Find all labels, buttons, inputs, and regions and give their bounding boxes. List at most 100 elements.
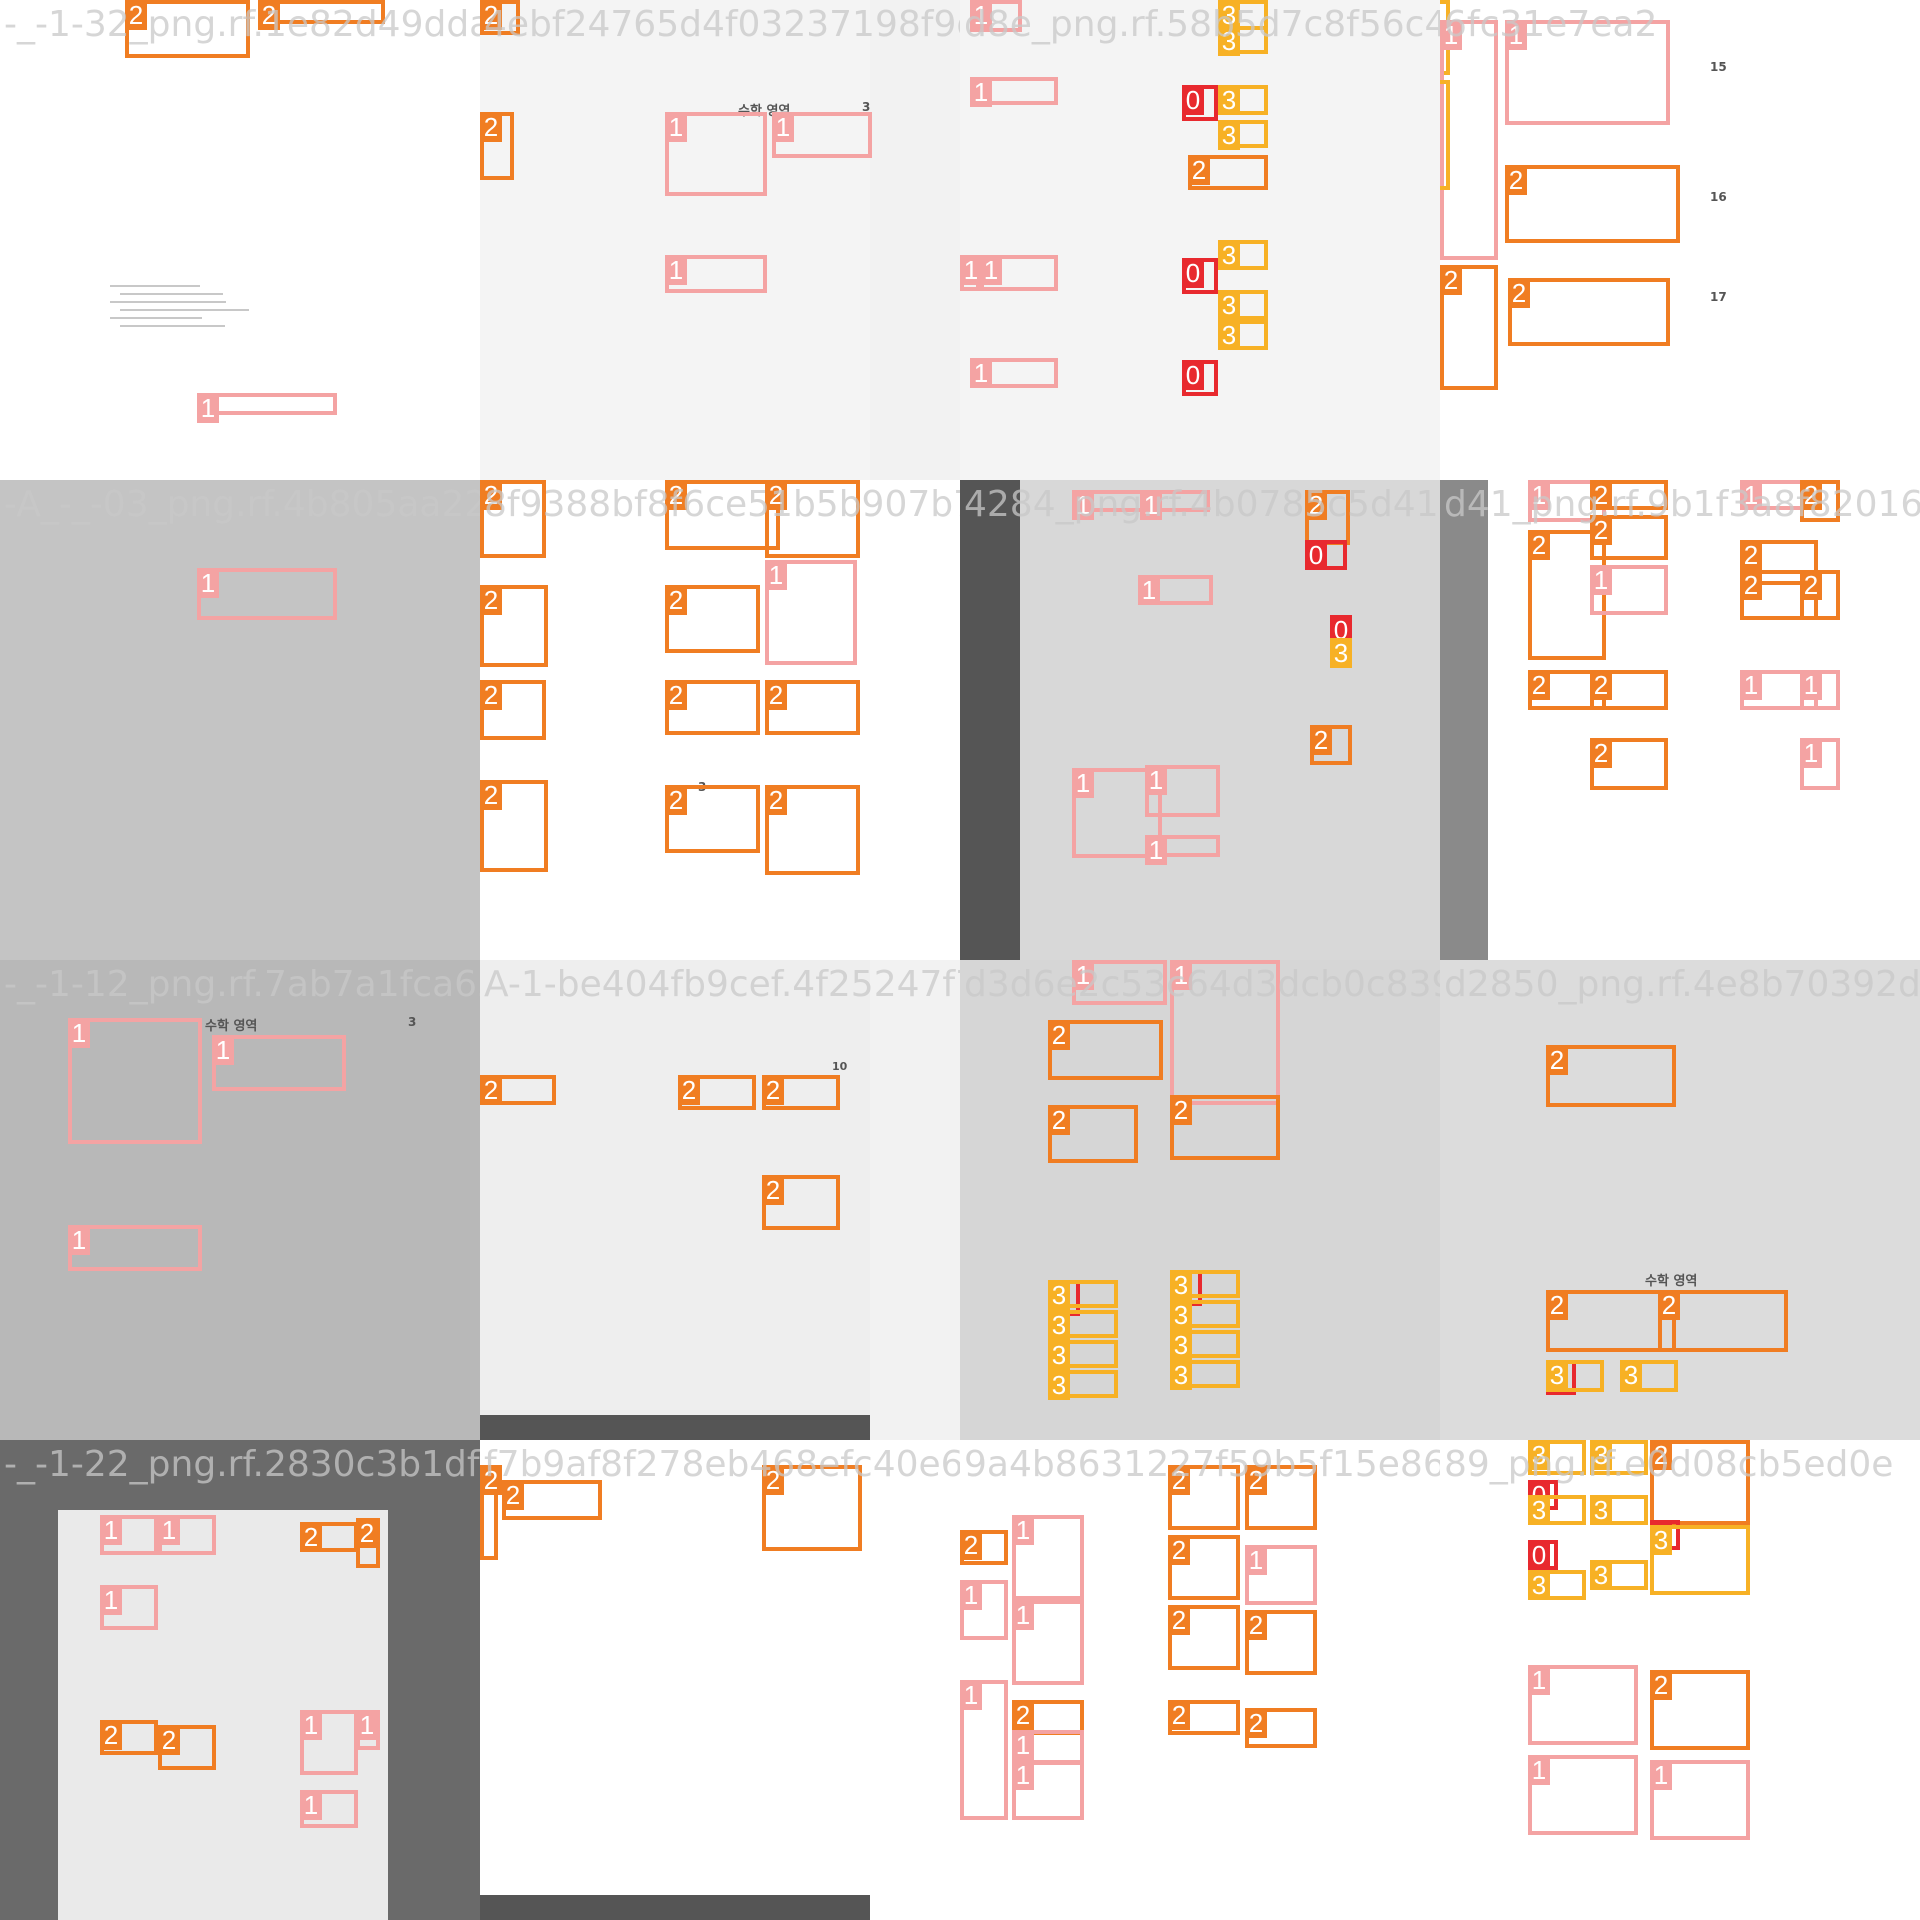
bounding-box-class-2[interactable]: 2 <box>480 112 514 180</box>
bounding-box-class-2[interactable]: 2 <box>158 1725 216 1770</box>
bounding-box-class-1[interactable]: 1 <box>1590 565 1668 615</box>
bounding-box-class-3[interactable]: 3 <box>1546 1360 1604 1392</box>
bounding-box-class-3[interactable]: 3 <box>1218 120 1268 150</box>
bounding-box-class-2[interactable]: 2 <box>100 1720 158 1755</box>
bounding-box-class-2[interactable]: 2 <box>1590 738 1668 790</box>
bounding-box-class-2[interactable]: 2 <box>1800 480 1840 522</box>
bounding-box-class-2[interactable]: 2 <box>1508 278 1670 346</box>
bounding-box-class-1[interactable]: 1 <box>68 1018 202 1144</box>
bounding-box-class-1[interactable]: 1 <box>1440 20 1498 260</box>
bounding-box-class-2[interactable]: 2 <box>300 1522 358 1552</box>
bounding-box-class-1[interactable]: 1 <box>1528 1665 1638 1745</box>
bounding-box-class-2[interactable]: 2 <box>1310 725 1352 765</box>
bounding-box-class-1[interactable]: 1 <box>970 77 1058 107</box>
bounding-box-class-2[interactable]: 2 <box>502 1480 602 1520</box>
bounding-box-class-2[interactable]: 2 <box>1658 1290 1788 1352</box>
bounding-box-class-2[interactable]: 2 <box>1168 1535 1240 1600</box>
bounding-box-class-2[interactable]: 2 <box>125 0 250 58</box>
bounding-box-class-1[interactable]: 1 <box>1012 1515 1084 1600</box>
image-tile[interactable]: 수학 영역222033d2850_png.rf.4e8b70392d4cc0 <box>1440 960 1920 1440</box>
bounding-box-class-2[interactable]: 2 <box>1590 480 1668 510</box>
bounding-box-class-3[interactable]: 3 <box>1170 1330 1240 1360</box>
bounding-box-class-1[interactable]: 1 <box>1800 738 1840 790</box>
bounding-box-class-1[interactable]: 1 <box>1245 1545 1317 1605</box>
image-tile[interactable]: 1-A_-_-03_png.rf.4b805aa224 <box>0 480 480 960</box>
bounding-box-class-1[interactable]: 1 <box>772 112 872 158</box>
bounding-box-class-1[interactable]: 1 <box>197 568 337 620</box>
bounding-box-class-1[interactable]: 1 <box>1072 960 1167 1005</box>
bounding-box-class-2[interactable]: 2 <box>762 1465 862 1551</box>
image-tile[interactable]: 33203303303121189_png.rf.e0d08cb5ed0e <box>1440 1440 1920 1920</box>
bounding-box-class-3[interactable]: 3 <box>1330 638 1352 668</box>
bounding-box-class-0[interactable]: 0 <box>1182 85 1218 121</box>
bounding-box-class-1[interactable]: 1 <box>665 112 767 196</box>
bounding-box-class-1[interactable]: 1 <box>197 393 337 423</box>
bounding-box-class-2[interactable]: 2 <box>1168 1700 1240 1735</box>
bounding-box-class-1[interactable]: 1 <box>1800 670 1840 710</box>
bounding-box-class-1[interactable]: 1 <box>1012 1600 1084 1685</box>
bounding-box-class-2[interactable]: 2 <box>665 585 760 653</box>
bounding-box-class-2[interactable]: 2 <box>1188 155 1268 190</box>
bounding-box-class-2[interactable]: 2 <box>480 0 520 35</box>
bounding-box-class-2[interactable]: 2 <box>762 1075 840 1110</box>
bounding-box-class-1[interactable]: 1 <box>970 0 1022 32</box>
bounding-box-class-1[interactable]: 1 <box>1740 480 1818 510</box>
bounding-box-class-1[interactable]: 1 <box>980 255 1058 291</box>
bounding-box-class-1[interactable]: 1 <box>960 255 982 291</box>
bounding-box-class-2[interactable]: 2 <box>480 1465 502 1560</box>
bounding-box-class-2[interactable]: 2 <box>1590 515 1668 560</box>
bounding-box-class-0[interactable]: 0 <box>1528 1540 1558 1570</box>
bounding-box-class-2[interactable]: 2 <box>1546 1045 1676 1107</box>
bounding-box-class-3[interactable]: 3 <box>1218 240 1268 270</box>
bounding-box-class-1[interactable]: 1 <box>970 358 1058 388</box>
image-tile[interactable]: 112220333303333d3d6e2c53c64d3dcb0c839e <box>960 960 1440 1440</box>
bounding-box-class-3[interactable]: 3 <box>1620 1360 1678 1392</box>
bounding-box-class-1[interactable]: 1 <box>960 1680 1008 1820</box>
bounding-box-class-0[interactable]: 0 <box>1182 360 1218 396</box>
bounding-box-class-2[interactable]: 2 <box>678 1075 756 1110</box>
bounding-box-class-1[interactable]: 1 <box>1528 1755 1638 1835</box>
image-tile[interactable]: 221-_-1-32_png.rf.1e82d49ddaa2 <box>0 0 480 480</box>
bounding-box-class-2[interactable]: 2 <box>1650 1670 1750 1750</box>
bounding-box-class-2[interactable]: 2 <box>1440 265 1498 390</box>
bounding-box-class-2[interactable]: 2 <box>960 1530 1008 1565</box>
image-tile[interactable]: 32222212222228f9388bf8f6ce51b5b907b7484 <box>480 480 960 960</box>
bounding-box-class-1[interactable]: 1 <box>68 1225 202 1271</box>
bounding-box-class-3[interactable]: 3 <box>1048 1340 1118 1370</box>
bounding-box-class-2[interactable]: 2 <box>480 780 548 872</box>
bounding-box-class-3[interactable]: 3 <box>1218 320 1268 350</box>
bounding-box-class-3[interactable]: 3 <box>1170 1300 1240 1330</box>
bounding-box-class-0[interactable]: 0 <box>1305 540 1347 570</box>
bounding-box-class-1[interactable]: 1 <box>1650 1760 1750 1840</box>
bounding-box-class-1[interactable]: 1 <box>100 1515 158 1555</box>
bounding-box-class-3[interactable]: 3 <box>1218 26 1268 56</box>
bounding-box-class-2[interactable]: 2 <box>665 785 760 853</box>
bounding-box-class-3[interactable]: 3 <box>1590 1440 1648 1475</box>
bounding-box-class-2[interactable]: 2 <box>1168 1465 1240 1530</box>
bounding-box-class-1[interactable]: 1 <box>665 255 767 293</box>
bounding-box-class-2[interactable]: 2 <box>1650 1440 1750 1525</box>
bounding-box-class-3[interactable]: 3 <box>1528 1570 1586 1600</box>
bounding-box-class-1[interactable]: 1 <box>1145 765 1220 817</box>
bounding-box-class-1[interactable]: 1 <box>765 560 857 665</box>
image-tile[interactable]: 15161731122236fc31e7ea2 <box>1440 0 1920 480</box>
bounding-box-class-2[interactable]: 2 <box>480 680 546 740</box>
bounding-box-class-2[interactable]: 2 <box>765 480 860 558</box>
bounding-box-class-1[interactable]: 1 <box>158 1515 216 1555</box>
bounding-box-class-1[interactable]: 1 <box>300 1790 358 1828</box>
bounding-box-class-3[interactable]: 3 <box>1048 1280 1118 1310</box>
bounding-box-class-3[interactable]: 3 <box>1218 290 1268 320</box>
bounding-box-class-1[interactable]: 1 <box>212 1035 346 1091</box>
bounding-box-class-1[interactable]: 1 <box>1140 490 1210 520</box>
bounding-box-class-2[interactable]: 2 <box>765 785 860 875</box>
bounding-box-class-3[interactable]: 3 <box>1170 1270 1240 1300</box>
bounding-box-class-1[interactable]: 1 <box>1170 960 1280 1105</box>
bounding-box-class-2[interactable]: 2 <box>1528 530 1606 660</box>
bounding-box-class-1[interactable]: 1 <box>100 1585 158 1630</box>
bounding-box-class-2[interactable]: 2 <box>1505 165 1680 243</box>
bounding-box-class-3[interactable]: 3 <box>1590 1560 1648 1590</box>
bounding-box-class-2[interactable]: 2 <box>1245 1610 1317 1675</box>
